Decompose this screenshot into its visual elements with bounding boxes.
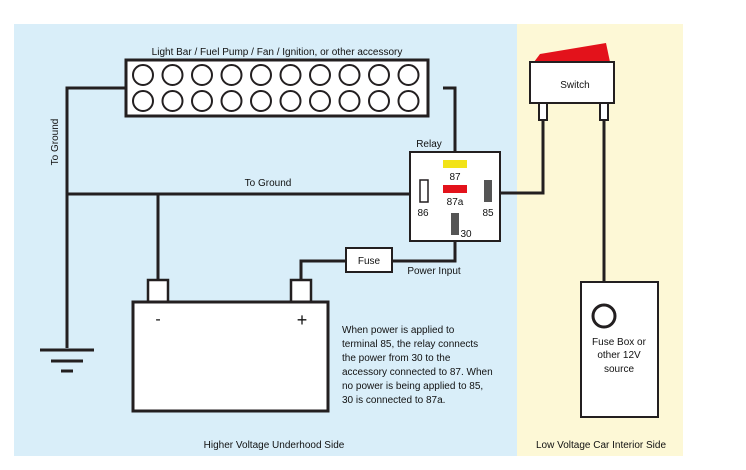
rocker-switch: [529, 43, 615, 121]
lamp: [161, 64, 184, 86]
lamp: [279, 64, 302, 86]
lamp: [397, 64, 420, 86]
lamp: [250, 90, 272, 112]
lamp: [368, 64, 390, 86]
pin-87a-label: 87a: [447, 197, 464, 208]
battery: [131, 278, 330, 413]
relay-pin-87: [443, 160, 467, 168]
relay-pin-85: [484, 180, 492, 202]
to-ground-horizontal-label: To Ground: [245, 178, 292, 189]
relay-pin-87a: [443, 185, 467, 193]
lamp: [309, 64, 331, 86]
explanation-line: no power is being applied to 85,: [342, 381, 483, 392]
pin-85-label: 85: [482, 208, 494, 219]
fuse-label: Fuse: [358, 256, 381, 267]
fuse-box-source: [580, 281, 659, 418]
explanation-line: 30 is connected to 87a.: [342, 395, 445, 406]
wires: [65, 86, 606, 348]
pin-30-label: 30: [460, 229, 472, 240]
lamp: [220, 90, 243, 112]
fuse-box-label-line: Fuse Box or: [592, 337, 647, 348]
explanation-line: When power is applied to: [342, 325, 455, 336]
lamp: [161, 90, 184, 112]
battery-positive-label: +: [297, 310, 308, 330]
relay-pin-86: [419, 179, 429, 203]
light-bar: [124, 58, 430, 118]
accessory-label: Light Bar / Fuel Pump / Fan / Ignition, …: [152, 47, 403, 58]
lamp: [368, 90, 390, 112]
relay-label: Relay: [416, 139, 442, 150]
explanation-line: accessory connected to 87. When: [342, 367, 493, 378]
accessory-ground-wire: [65, 86, 126, 348]
pin-86-label: 86: [417, 208, 429, 219]
explanation-line: the power from 30 to the: [342, 353, 451, 364]
ground-symbol: [40, 348, 94, 373]
lamp: [397, 90, 420, 112]
fuse-box-label-line: source: [604, 364, 634, 375]
battery-positive-wire: [299, 259, 346, 280]
relay-pin-30: [451, 213, 459, 235]
relay: [409, 151, 501, 242]
switch-rocker-icon: [534, 43, 610, 62]
battery-negative-label: -: [155, 311, 160, 328]
lamp: [191, 90, 213, 112]
power-input-label: Power Input: [407, 266, 461, 277]
lamp: [279, 90, 302, 112]
lamp: [191, 64, 213, 86]
to-ground-vertical-label: To Ground: [50, 119, 61, 166]
switch-label: Switch: [560, 80, 589, 91]
lamp: [338, 90, 361, 112]
accessory-to-87-wire: [443, 86, 457, 152]
explanation-text: When power is applied to terminal 85, th…: [342, 325, 493, 406]
fuse-to-30-wire: [392, 241, 457, 263]
lamp: [309, 90, 331, 112]
lamp: [132, 90, 154, 112]
interior-side-label: Low Voltage Car Interior Side: [536, 440, 667, 451]
pin-87-label: 87: [449, 172, 461, 183]
underhood-side-label: Higher Voltage Underhood Side: [204, 440, 345, 451]
fuse-box-label-line: other 12V: [597, 350, 641, 361]
lamp: [132, 64, 154, 86]
relay-85-to-switch-wire: [500, 120, 545, 195]
fuse: [345, 247, 393, 273]
lamp: [250, 64, 272, 86]
lamp: [338, 64, 361, 86]
lamp: [220, 64, 243, 86]
explanation-line: terminal 85, the relay connects: [342, 339, 478, 350]
